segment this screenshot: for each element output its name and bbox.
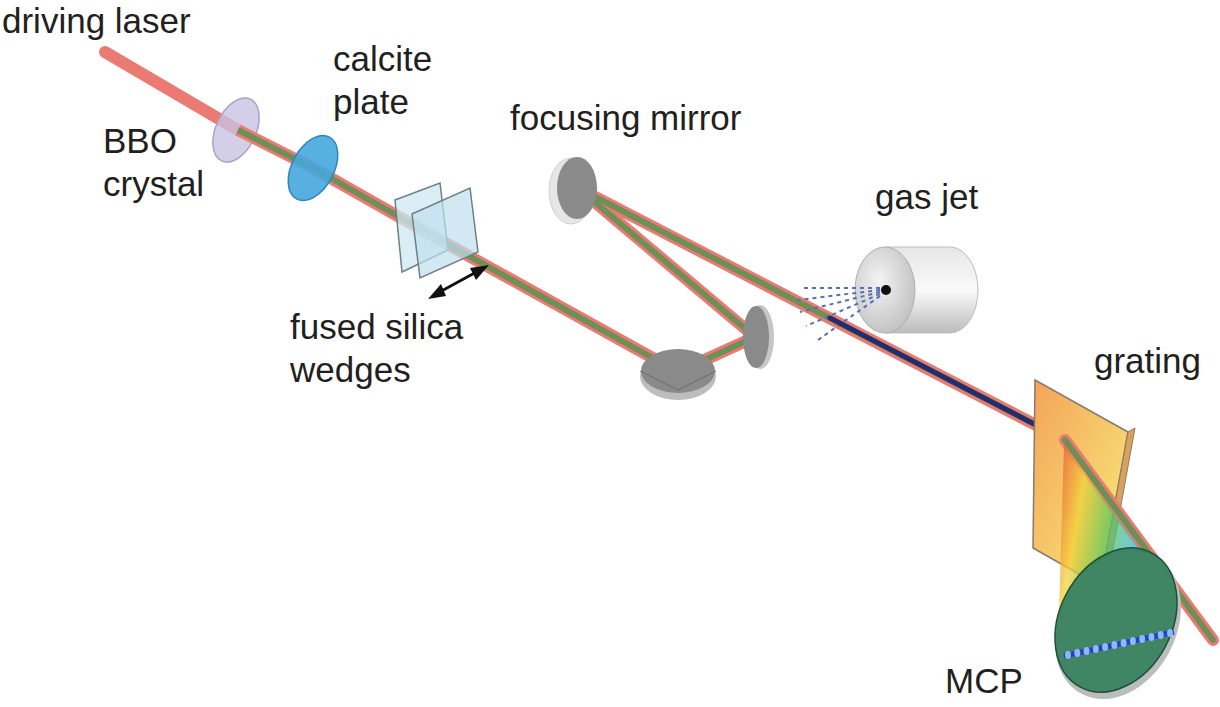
harmonic-dot bbox=[1121, 639, 1127, 647]
nozzle bbox=[881, 285, 891, 295]
arrow-head bbox=[470, 265, 489, 280]
gas-plume bbox=[798, 288, 880, 340]
calcite-plate bbox=[278, 127, 348, 209]
harmonic-dot bbox=[1102, 643, 1108, 651]
plate-label: calcite plate bbox=[333, 38, 463, 123]
detector-label: MCP bbox=[945, 660, 1055, 703]
wedge bbox=[412, 188, 478, 278]
wedges-label: fused silica wedges bbox=[290, 306, 515, 391]
harmonic-dots bbox=[1065, 629, 1173, 659]
two-color-beam bbox=[238, 130, 1065, 440]
laser-label: driving laser bbox=[2, 0, 262, 43]
jet-label: gas jet bbox=[875, 176, 1035, 219]
harmonic-dot bbox=[1093, 645, 1099, 653]
harmonic-dot bbox=[1065, 651, 1071, 659]
bbo-crystal bbox=[204, 91, 269, 170]
gas-jet bbox=[855, 247, 915, 333]
harmonic-line bbox=[1064, 632, 1174, 656]
flat-mirror bbox=[641, 349, 715, 393]
mcp bbox=[1031, 527, 1201, 707]
harmonic-dot bbox=[1084, 647, 1090, 655]
crystal-label: BBO crystal bbox=[103, 120, 223, 205]
harmonic-dot bbox=[1167, 629, 1173, 637]
harmonic-dot bbox=[1158, 631, 1164, 639]
grating-label: grating bbox=[1094, 340, 1216, 383]
mirror-edge bbox=[640, 371, 716, 390]
arrow-head bbox=[428, 284, 446, 299]
small-mirror bbox=[743, 306, 769, 368]
harmonic-dot bbox=[1148, 633, 1154, 641]
harmonic-dot bbox=[1074, 649, 1080, 657]
two-color-beam-core bbox=[238, 130, 1065, 440]
harmonic-dot bbox=[1139, 635, 1145, 643]
harmonic-dot bbox=[1130, 637, 1136, 645]
laser-beam bbox=[105, 52, 238, 130]
harmonic-dot bbox=[1111, 641, 1117, 649]
xuv-beam bbox=[830, 318, 1065, 440]
focusing-mirror bbox=[557, 157, 597, 219]
mirror-label: focusing mirror bbox=[510, 97, 810, 140]
